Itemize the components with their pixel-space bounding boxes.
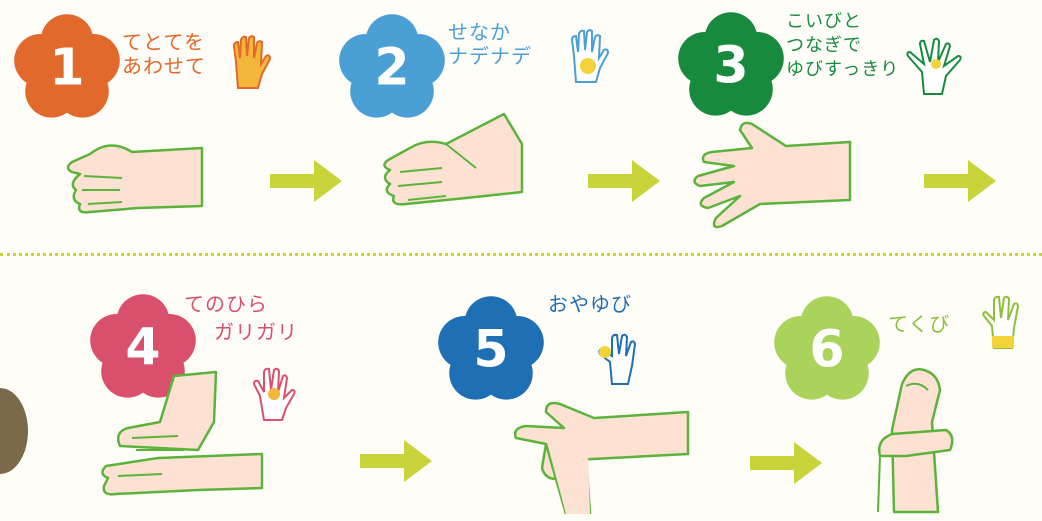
step-5-hands-illustration — [506, 388, 692, 518]
step-5-caption: おやゆび — [548, 292, 632, 316]
step-6-caption-line-1: てくび — [888, 312, 950, 336]
step-2-caption-line-2: ナデナデ — [448, 44, 532, 68]
step-2-hands-illustration — [376, 108, 526, 226]
thumb-icon — [596, 328, 644, 388]
step-1-hands-illustration — [62, 128, 212, 224]
step-4-hands-illustration — [98, 366, 266, 506]
step-6-hands-illustration — [866, 360, 962, 516]
step-3-caption: こいびと つなぎで ゆびすっきり — [786, 10, 899, 82]
step-1-number: 1 — [49, 38, 84, 97]
step-6-caption: てくび — [888, 312, 950, 336]
step-1-caption-line-2: あわせて — [122, 54, 206, 78]
step-6-number: 6 — [809, 320, 844, 379]
arrow-3-to-4 — [922, 158, 998, 204]
step-4-caption: てのひら ガリガリ — [184, 290, 298, 346]
step-3-hands-illustration — [690, 118, 854, 238]
step-2-number: 2 — [374, 38, 409, 97]
wrist-icon — [980, 290, 1032, 352]
step-2-badge: 2 — [337, 12, 447, 122]
arrow-2-to-3 — [586, 158, 662, 204]
step-3-caption-line-1: こいびと — [786, 10, 899, 34]
step-5-number: 5 — [473, 320, 508, 379]
step-3-number: 3 — [713, 36, 748, 95]
spread-fingers-icon — [902, 34, 966, 98]
step-1-badge: 1 — [12, 12, 122, 122]
decorative-blob — [0, 388, 28, 474]
step-3-badge: 3 — [676, 10, 786, 120]
step-2-caption-line-1: せなか — [448, 20, 532, 44]
step-1-caption: てとてを あわせて — [122, 30, 206, 78]
arrow-1-to-2 — [268, 158, 344, 204]
arrow-5-to-6 — [748, 440, 824, 486]
palm-icon — [228, 32, 274, 92]
hand-back-icon — [566, 26, 612, 86]
step-3-caption-line-2: つなぎで — [786, 34, 899, 58]
row-divider — [0, 253, 1042, 256]
step-4-caption-line-1: てのひら — [184, 290, 298, 318]
step-3-caption-line-3: ゆびすっきり — [786, 58, 899, 82]
step-2-caption: せなか ナデナデ — [448, 20, 532, 68]
step-5-caption-line-1: おやゆび — [548, 292, 632, 316]
arrow-4-to-5 — [358, 438, 434, 484]
step-1-caption-line-1: てとてを — [122, 30, 206, 54]
step-4-caption-line-2: ガリガリ — [184, 318, 298, 346]
